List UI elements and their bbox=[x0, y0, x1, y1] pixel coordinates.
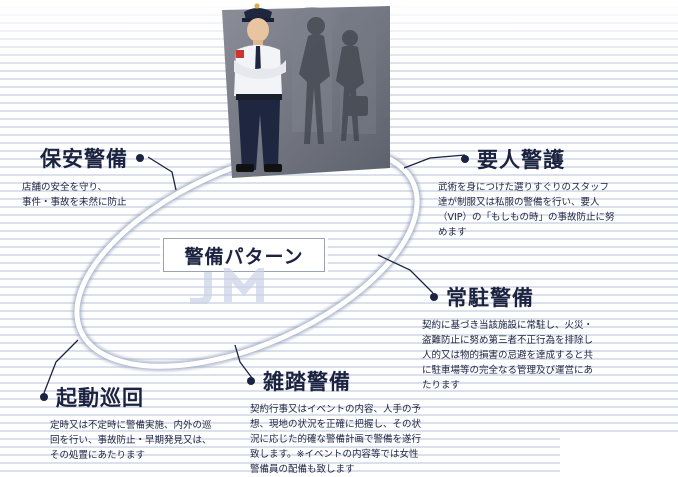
desc-line: 店舗の安全を守り、 bbox=[22, 182, 108, 193]
heading-jochu-text: 常駐警備 bbox=[446, 286, 534, 310]
ring bbox=[74, 145, 420, 369]
connector-yojin bbox=[403, 154, 466, 169]
hero-illustration bbox=[222, 0, 390, 178]
desc-yojin: 武術を身につけた選りすぐりのスタッフ 達が制服又は私服の警備を行い、要人 （VI… bbox=[438, 180, 615, 240]
center-label: 警備パターン bbox=[163, 238, 325, 272]
desc-line: 想、現地の状況を正確に把握し、その状 bbox=[250, 419, 422, 430]
desc-line: 武術を身につけた選りすぐりのスタッフ bbox=[438, 182, 610, 193]
corner-patch bbox=[560, 432, 678, 475]
desc-line: に駐車場等の完全なる管理及び運営にあ bbox=[422, 365, 594, 376]
bullet-dot-icon bbox=[40, 393, 48, 401]
bullet-dot-icon bbox=[461, 155, 469, 163]
bullet-dot-icon bbox=[430, 293, 438, 301]
desc-hoan: 店舗の安全を守り、 事件・事故を未然に防止 bbox=[22, 180, 127, 210]
heading-hoan-text: 保安警備 bbox=[40, 147, 128, 171]
heading-zatto: 雑踏警備 bbox=[247, 366, 351, 396]
desc-line: 致します。※イベントの内容等では女性 bbox=[250, 449, 419, 460]
heading-kido: 起動巡回 bbox=[40, 382, 144, 412]
desc-line: 事件・事故を未然に防止 bbox=[22, 197, 127, 208]
desc-line: 達が制服又は私服の警備を行い、要人 bbox=[438, 197, 600, 208]
desc-line: 警備員の配備も致します bbox=[250, 464, 355, 475]
bullet-dot-icon bbox=[136, 154, 144, 162]
connector-hoan bbox=[147, 156, 177, 191]
connector-kido bbox=[43, 339, 79, 394]
connector-jochu bbox=[377, 254, 434, 294]
heading-yojin-text: 要人警護 bbox=[477, 148, 565, 172]
heading-kido-text: 起動巡回 bbox=[56, 386, 144, 410]
desc-line: 契約行事又はイベントの内容、人手の予 bbox=[250, 404, 422, 415]
desc-line: めます bbox=[438, 227, 467, 238]
heading-zatto-text: 雑踏警備 bbox=[263, 370, 351, 394]
desc-line: 契約に基づき当該施設に常駐し、火災・ bbox=[422, 320, 594, 331]
desc-kido: 定時又は不定時に警備実施、内外の巡 回を行い、事故防止・早期発見又は、 その処置… bbox=[50, 418, 212, 463]
desc-jochu: 契約に基づき当該施設に常駐し、火災・ 盗難防止に努め第三者不正行為を排除し 人的… bbox=[422, 318, 593, 393]
desc-line: 人的又は物的損害の忌避を達成すると共 bbox=[422, 350, 594, 361]
bullet-dot-icon bbox=[247, 377, 255, 385]
desc-line: （VIP）の「もしもの時」の事故防止に努 bbox=[438, 212, 615, 223]
desc-line: 況に応じた的確な警備計画で警備を遂行 bbox=[250, 434, 422, 445]
heading-jochu: 常駐警備 bbox=[430, 282, 534, 312]
desc-line: 盗難防止に努め第三者不正行為を排除し bbox=[422, 335, 594, 346]
desc-line: 定時又は不定時に警備実施、内外の巡 bbox=[50, 420, 212, 431]
desc-line: その処置にあたります bbox=[50, 450, 146, 461]
desc-zatto: 契約行事又はイベントの内容、人手の予 想、現地の状況を正確に把握し、その状 況に… bbox=[250, 402, 421, 477]
desc-line: 回を行い、事故防止・早期発見又は、 bbox=[50, 435, 212, 446]
heading-hoan: 保安警備 bbox=[40, 143, 144, 173]
desc-line: たります bbox=[422, 380, 461, 391]
heading-yojin: 要人警護 bbox=[461, 144, 565, 174]
logo-watermark bbox=[190, 268, 264, 304]
connector-zatto bbox=[234, 344, 253, 379]
